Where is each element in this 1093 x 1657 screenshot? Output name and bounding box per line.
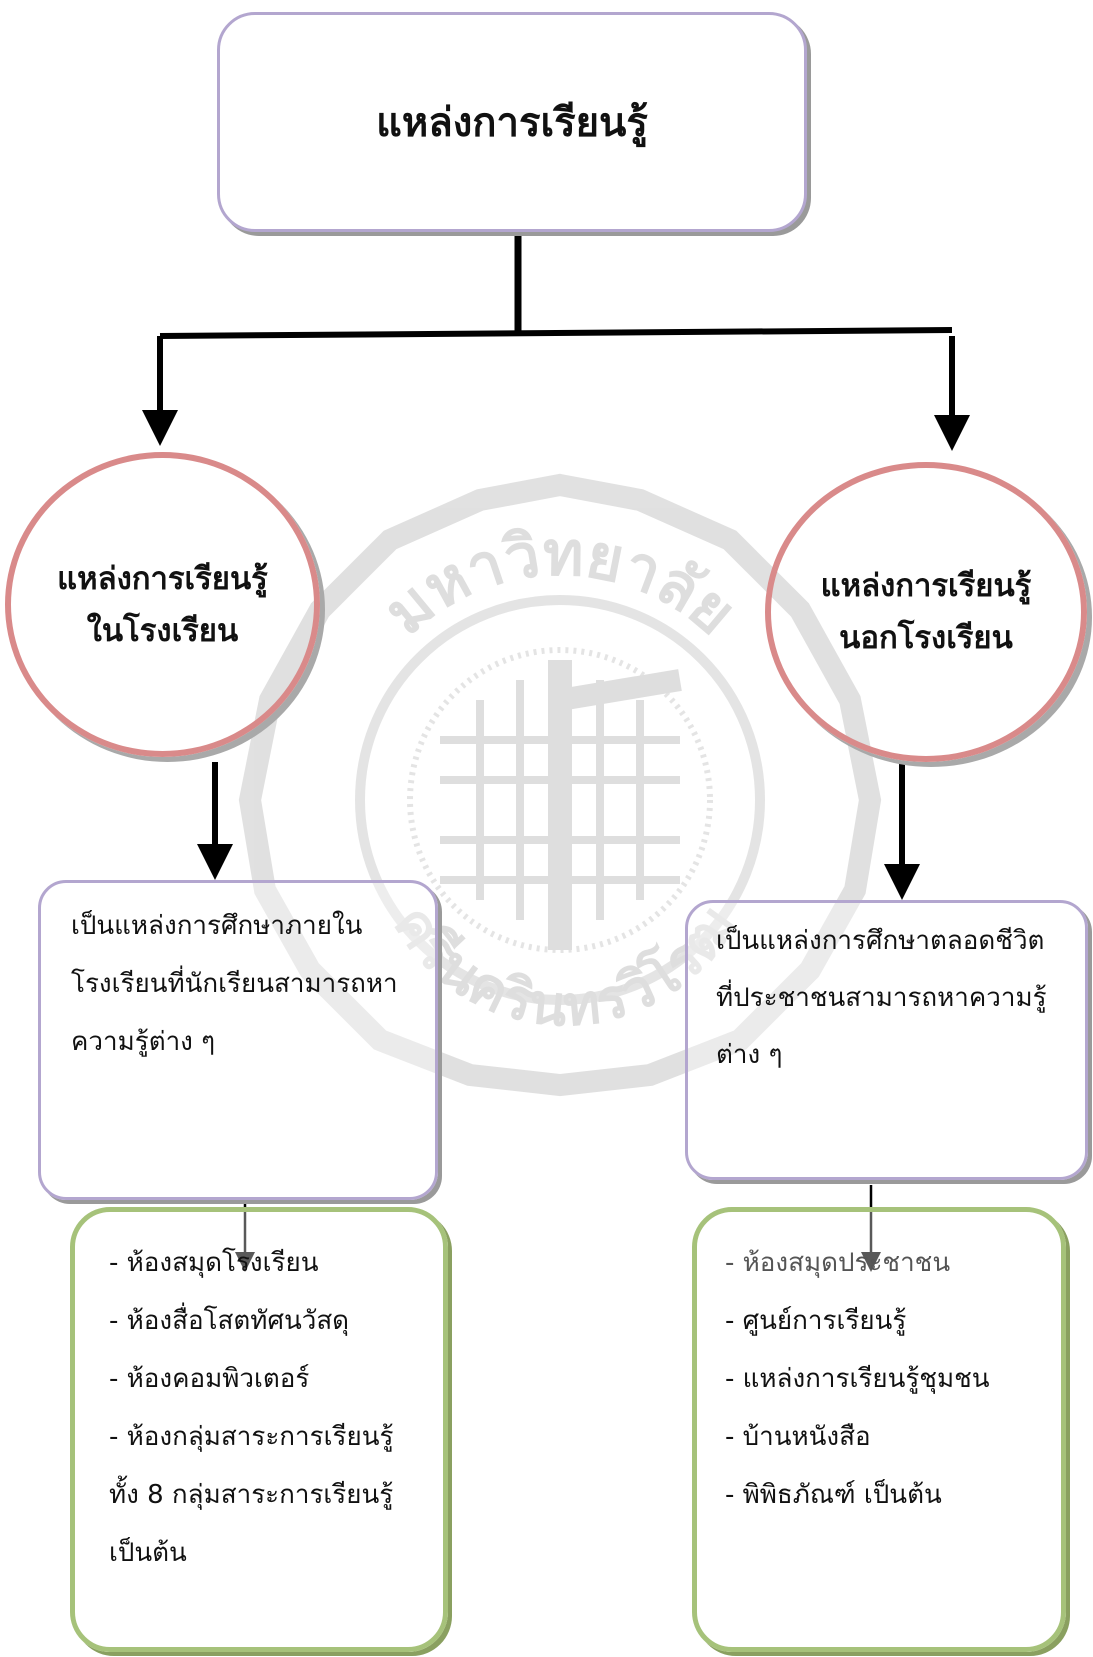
out-of-school-item: - พิพิธภัณฑ์ เป็นต้น [725, 1480, 942, 1510]
in-school-examples: - ห้องสมุดโรงเรียน - ห้องสื่อโสตทัศนวัสด… [70, 1207, 448, 1652]
root-node: แหล่งการเรียนรู้ [217, 12, 807, 232]
out-of-school-desc-line-2: ที่ประชาชนสามารถหาความรู้ [716, 983, 1047, 1013]
in-school-node: แหล่งการเรียนรู้ ในโรงเรียน [5, 452, 320, 757]
in-school-item: - ห้องคอมพิวเตอร์ [109, 1364, 310, 1394]
out-of-school-item: - แหล่งการเรียนรู้ชุมชน [725, 1364, 990, 1394]
out-of-school-description: เป็นแหล่งการศึกษาตลอดชีวิต ที่ประชาชนสาม… [685, 900, 1088, 1180]
out-of-school-title-line-2: นอกโรงเรียน [839, 620, 1013, 656]
out-of-school-item: - ศูนย์การเรียนรู้ [725, 1306, 907, 1336]
svg-text:มหาวิทยาลัย: มหาวิทยาลัย [370, 517, 750, 649]
out-of-school-node: แหล่งการเรียนรู้ นอกโรงเรียน [765, 462, 1087, 762]
in-school-desc-line-2: โรงเรียนที่นักเรียนสามารถหา [71, 969, 398, 999]
out-of-school-item: - ห้องสมุดประชาชน [725, 1248, 951, 1278]
out-of-school-item: - บ้านหนังสือ [725, 1422, 871, 1452]
in-school-description: เป็นแหล่งการศึกษาภายใน โรงเรียนที่นักเรี… [38, 880, 438, 1200]
out-of-school-examples: - ห้องสมุดประชาชน - ศูนย์การเรียนรู้ - แ… [692, 1207, 1066, 1652]
in-school-item: เป็นต้น [109, 1538, 187, 1568]
out-of-school-desc-line-1: เป็นแหล่งการศึกษาตลอดชีวิต [716, 926, 1045, 956]
in-school-title: แหล่งการเรียนรู้ ในโรงเรียน [57, 553, 268, 657]
in-school-title-line-2: ในโรงเรียน [86, 612, 239, 649]
in-school-desc-line-3: ความรู้ต่าง ๆ [71, 1027, 216, 1057]
in-school-desc-line-1: เป็นแหล่งการศึกษาภายใน [71, 911, 363, 941]
out-of-school-title-line-1: แหล่งการเรียนรู้ [820, 568, 1032, 604]
in-school-item: - ห้องกลุ่มสาระการเรียนรู้ [109, 1422, 394, 1452]
in-school-title-line-1: แหล่งการเรียนรู้ [57, 560, 268, 597]
root-label: แหล่งการเรียนรู้ [376, 100, 648, 146]
out-of-school-title: แหล่งการเรียนรู้ นอกโรงเรียน [821, 560, 1032, 664]
in-school-item: - ห้องสมุดโรงเรียน [109, 1248, 319, 1278]
in-school-item: ทั้ง 8 กลุ่มสาระการเรียนรู้ [109, 1480, 394, 1510]
seal-top-text: มหาวิทยาลัย [370, 517, 750, 649]
branch-horizontal-line [159, 327, 953, 339]
in-school-item: - ห้องสื่อโสตทัศนวัสดุ [109, 1306, 350, 1336]
out-of-school-desc-line-3: ต่าง ๆ [716, 1040, 783, 1070]
